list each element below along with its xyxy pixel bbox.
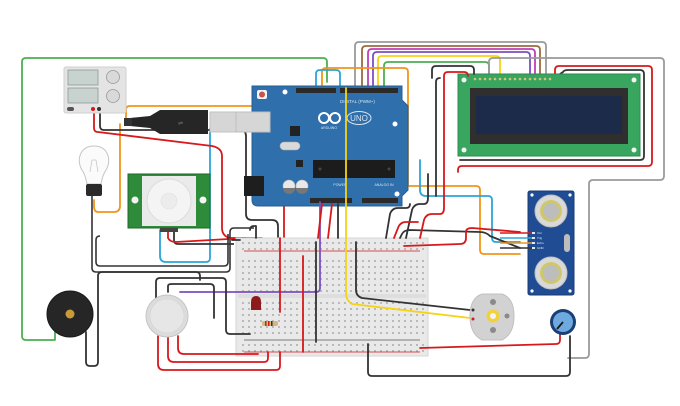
analog-header-label: ANALOG IN bbox=[374, 183, 394, 187]
wire-red-pot[interactable] bbox=[419, 333, 561, 349]
wire-black-d4[interactable] bbox=[405, 173, 429, 239]
wire-red-d3[interactable] bbox=[419, 71, 469, 239]
wire-gray-top[interactable] bbox=[354, 41, 547, 89]
lcd-16x2[interactable] bbox=[457, 73, 641, 157]
wire-black-pir[interactable] bbox=[173, 232, 234, 245]
bulb-filament bbox=[89, 159, 99, 173]
wire-magenta-top[interactable] bbox=[367, 48, 536, 89]
dc-power-jack bbox=[244, 176, 264, 196]
pin-label-vcc: Vcc bbox=[537, 231, 543, 235]
lcd-screen bbox=[476, 96, 622, 134]
wire-blue-pir[interactable] bbox=[315, 69, 341, 91]
dc-motor[interactable] bbox=[469, 293, 515, 341]
pin-label-trig: Trig bbox=[537, 236, 542, 240]
header-power bbox=[310, 198, 352, 203]
wire-black-pot[interactable] bbox=[367, 335, 571, 377]
wire-red-arduino-bb[interactable] bbox=[317, 203, 323, 239]
terminal-strip-bottom bbox=[240, 300, 424, 336]
wire-red-vertical-3[interactable] bbox=[327, 203, 333, 239]
arduino-uno[interactable]: DIGITAL (PWM~) UNO ARDUINO POWER ANALOG … bbox=[235, 85, 409, 207]
wire-red-pir[interactable] bbox=[167, 232, 247, 243]
lcd-pins bbox=[473, 77, 552, 81]
psu-display-current bbox=[67, 87, 99, 104]
gas-sensor-mesh bbox=[149, 298, 185, 334]
psu-knob-voltage[interactable] bbox=[106, 70, 120, 84]
wires-pir bbox=[95, 232, 247, 267]
breadboard[interactable] bbox=[235, 237, 429, 357]
wires-ultrasonic-pins bbox=[500, 232, 532, 249]
power-supply[interactable] bbox=[63, 66, 127, 114]
psu-terminal-positive bbox=[91, 107, 95, 111]
potentiometer[interactable] bbox=[550, 309, 576, 335]
power-rail-bottom bbox=[240, 342, 424, 352]
arduino-logo-icon bbox=[318, 112, 341, 124]
atmega-chip bbox=[313, 160, 395, 178]
wire-red-gas-1[interactable] bbox=[157, 335, 281, 371]
resistor[interactable] bbox=[262, 321, 278, 326]
wire-black-d5[interactable] bbox=[385, 203, 411, 239]
wire-black-d2[interactable] bbox=[435, 77, 441, 197]
crystal-oscillator bbox=[279, 141, 301, 151]
psu-power-switch[interactable] bbox=[67, 107, 74, 111]
wire-black-lcd-loop[interactable] bbox=[459, 69, 645, 161]
header-analog bbox=[362, 198, 398, 203]
ultrasonic-crystal bbox=[564, 234, 570, 252]
psu-knob-current[interactable] bbox=[106, 89, 120, 103]
psu-display-voltage bbox=[67, 69, 99, 86]
power-header-label: POWER bbox=[333, 183, 347, 187]
pir-motion-sensor[interactable] bbox=[127, 173, 211, 232]
buzzer-center bbox=[65, 309, 75, 319]
wire-red-d6[interactable] bbox=[393, 221, 419, 239]
wire-black-buzzer[interactable] bbox=[85, 271, 201, 367]
wire-black-bb-ultra[interactable] bbox=[399, 229, 521, 249]
power-rail-top bbox=[240, 241, 424, 251]
wire-brown-top[interactable] bbox=[361, 45, 541, 89]
wire-black-d1[interactable] bbox=[431, 65, 475, 79]
wire-blue-ultra[interactable] bbox=[419, 159, 521, 243]
wire-orange-bulb[interactable] bbox=[93, 123, 121, 213]
wire-red-gas-3[interactable] bbox=[177, 335, 259, 355]
ultrasonic-sensor[interactable]: Vcc Trig Echo GND bbox=[527, 190, 575, 296]
wire-gray-right[interactable] bbox=[488, 57, 665, 359]
wire-purple-top[interactable] bbox=[372, 51, 531, 89]
terminal-strip-top bbox=[240, 256, 424, 292]
header-digital-right bbox=[340, 88, 398, 93]
wires-front bbox=[85, 65, 571, 377]
wire-orange-usb[interactable] bbox=[125, 67, 521, 255]
wire-black-gas-loop[interactable] bbox=[155, 277, 251, 335]
wire-black-gnd-left[interactable] bbox=[249, 225, 257, 239]
wire-black-gas-2[interactable] bbox=[167, 283, 215, 319]
wire-red-lcd-loop[interactable] bbox=[457, 65, 653, 173]
red-led[interactable] bbox=[251, 296, 261, 310]
usb-plug bbox=[130, 110, 208, 134]
gas-sensor[interactable] bbox=[145, 294, 189, 338]
arduino-brand-label: ARDUINO bbox=[321, 126, 337, 130]
pin-label-gnd: GND bbox=[537, 246, 545, 250]
wire-red-bb-ultra[interactable] bbox=[403, 227, 521, 247]
usb-port bbox=[235, 111, 271, 133]
pin-label-echo: Echo bbox=[537, 241, 544, 245]
psu-terminal-negative bbox=[97, 107, 101, 111]
bulb-base bbox=[86, 184, 102, 196]
wire-red-gas-2[interactable] bbox=[167, 335, 269, 363]
usb-symbol-icon: ⇌ bbox=[178, 120, 183, 127]
digital-header-label: DIGITAL (PWM~) bbox=[340, 99, 375, 104]
pir-pins bbox=[160, 228, 178, 232]
header-digital-left bbox=[296, 88, 336, 93]
wire-black-motor[interactable] bbox=[355, 241, 479, 311]
piezo-buzzer[interactable] bbox=[46, 290, 94, 338]
wire-green-buzzer[interactable] bbox=[21, 57, 328, 341]
wire-yellow-motor[interactable] bbox=[345, 87, 479, 319]
uno-label: UNO bbox=[350, 114, 368, 123]
wire-black-psu[interactable] bbox=[99, 111, 279, 245]
light-bulb[interactable] bbox=[78, 145, 254, 273]
wires-back bbox=[21, 41, 665, 359]
wire-red-psu[interactable] bbox=[93, 111, 265, 261]
